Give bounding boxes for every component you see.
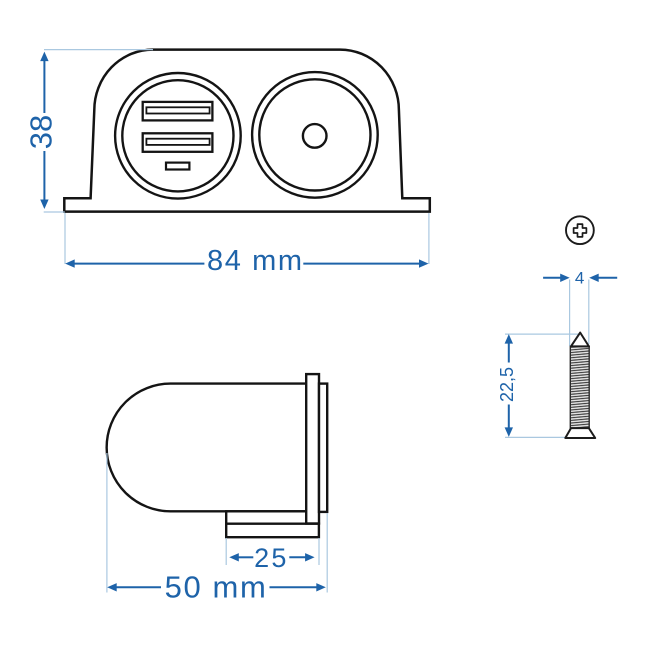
svg-text:84 mm: 84 mm <box>207 245 304 277</box>
svg-text:25: 25 <box>254 543 288 573</box>
svg-text:4: 4 <box>575 269 584 288</box>
svg-text:50 mm: 50 mm <box>165 570 268 605</box>
svg-text:38: 38 <box>23 115 58 149</box>
svg-text:22,5: 22,5 <box>497 367 517 402</box>
